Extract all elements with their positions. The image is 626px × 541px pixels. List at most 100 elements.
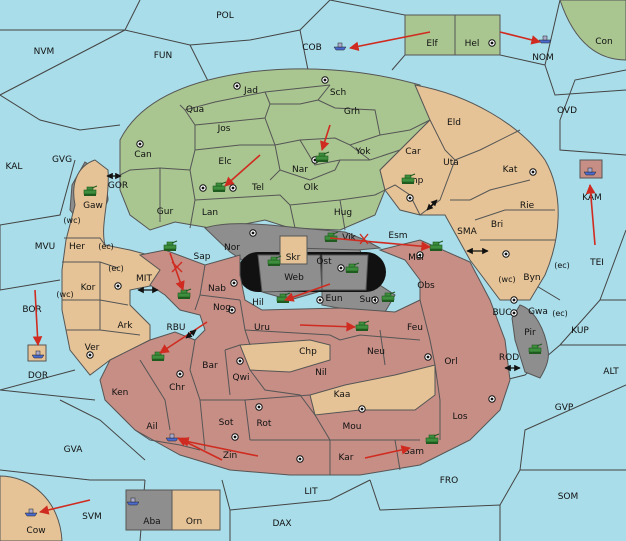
province-label-eld: Eld (447, 118, 461, 128)
province-label-nar: Nar (292, 165, 308, 175)
province-label-dor: DOR (28, 371, 48, 381)
province-label-car: Car (405, 147, 421, 157)
province-label-ver: Ver (85, 343, 100, 353)
province-label-sun: Sun (359, 295, 376, 305)
sea-label-nvm: NVM (34, 47, 55, 57)
province-label-zin: Zin (223, 451, 237, 461)
province-label-esm: Esm (388, 231, 407, 241)
sea-label-bor: BOR (22, 305, 41, 315)
province-label-aba: Aba (143, 517, 160, 527)
province-label-chr: Chr (169, 383, 185, 393)
adjacency-arrows (106, 172, 521, 372)
province-label-gwa: Gwa (528, 307, 548, 317)
province-label-jad: Jad (243, 86, 258, 96)
province-label-grh: Grh (344, 107, 360, 117)
sea-label-gvg: GVG (52, 155, 72, 165)
province-label-chp: Chp (299, 347, 317, 357)
sea-label-lit: LIT (304, 487, 318, 497)
sea-label-gva: GVA (64, 445, 84, 455)
coast-label-kor-wc: (wc) (56, 290, 73, 299)
province-label-lan: Lan (202, 208, 218, 218)
province-label-pir: Pir (524, 328, 536, 338)
province-label-hug: Hug (334, 208, 352, 218)
province-label-jos: Jos (217, 124, 231, 134)
province-label-kaa: Kaa (334, 390, 351, 400)
sea-label-cob: COB (302, 43, 322, 53)
province-label-vik: Vik (342, 233, 356, 243)
province-label-qwi: Qwi (233, 373, 250, 383)
province-label-byn: Byn (523, 273, 540, 283)
province-label-gur: Gur (157, 207, 174, 217)
support-x-marks (171, 233, 369, 273)
province-label-mou: Mou (343, 422, 362, 432)
province-label-mel: Mel (408, 253, 424, 263)
sea-label-buc: BUC (492, 308, 511, 318)
coast-label-byn-wc: (wc) (498, 275, 515, 284)
province-label-orl: Orl (444, 357, 457, 367)
province-label-los: Los (452, 412, 467, 422)
sea-label-kal: KAL (6, 162, 23, 172)
coast-label-gaw-wc: (wc) (63, 216, 80, 225)
sea-label-mvu: MVU (35, 242, 56, 252)
sea-label-svm: SVM (82, 512, 102, 522)
province-label-sap: Sap (194, 252, 211, 262)
province-label-kam: KAM (582, 193, 602, 203)
south-provinces (99, 239, 511, 476)
province-label-neu: Neu (367, 347, 385, 357)
province-label-bar: Bar (202, 361, 218, 371)
province-label-orn: Orn (186, 517, 202, 527)
province-label-feu: Feu (407, 323, 423, 333)
coast-label-gaw-ec: (ec) (98, 242, 114, 251)
province-label-gaw: Gaw (83, 201, 103, 211)
province-label-kat: Kat (503, 165, 518, 175)
province-label-nor: Nor (224, 243, 240, 253)
province-label-kar: Kar (339, 453, 354, 463)
order-arrows (32, 31, 596, 515)
sea-label-rbu: RBU (166, 323, 185, 333)
province-label-uru: Uru (254, 323, 270, 333)
province-label-yok: Yok (354, 147, 371, 157)
province-label-web: Web (284, 273, 304, 283)
sea-label-sma: SMA (457, 227, 477, 237)
sea-label-gvp: GVP (555, 403, 574, 413)
province-label-ark: Ark (117, 321, 133, 331)
sea-label-tei: TEI (589, 258, 604, 268)
province-label-rot: Rot (257, 419, 272, 429)
province-label-obs: Obs (417, 281, 435, 291)
coast-label-byn-ec: (ec) (554, 261, 570, 270)
province-label-hel: Hel (465, 39, 480, 49)
sea-label-dax: DAX (272, 519, 291, 529)
province-label-kor: Kor (81, 283, 96, 293)
province-label-tel: Tel (251, 183, 264, 193)
province-label-sot: Sot (219, 418, 234, 428)
south-inner-lines (134, 264, 441, 475)
sea-label-alt: ALT (603, 367, 619, 377)
coast-label-kor-ec: (ec) (108, 264, 124, 273)
province-label-ken: Ken (112, 388, 129, 398)
west-arc-lines (62, 237, 141, 336)
sea-label-rod: ROD (499, 353, 519, 363)
sea-label-fun: FUN (154, 51, 173, 61)
province-label-nab: Nab (208, 284, 226, 294)
province-label-nog: Nog (213, 303, 231, 313)
sea-label-nom: NOM (532, 53, 554, 63)
province-label-her: Her (69, 242, 85, 252)
province-label-elc: Elc (218, 157, 231, 167)
province-label-skr: Skr (286, 253, 301, 263)
province-label-con: Con (595, 37, 613, 47)
province-label-eun: Eun (325, 294, 342, 304)
province-label-nil: Nil (315, 368, 327, 378)
coast-label-gwa-ec: (ec) (552, 309, 568, 318)
province-label-olk: Olk (304, 183, 320, 193)
north-inner-lines (119, 84, 555, 241)
province-label-sch: Sch (330, 88, 346, 98)
province-label-uta: Uta (443, 158, 459, 168)
province-label-sam: Sam (404, 447, 424, 457)
province-label-hil: Hil (252, 298, 264, 308)
sea-label-kup: KUP (571, 326, 589, 336)
province-label-ail: Ail (146, 422, 157, 432)
